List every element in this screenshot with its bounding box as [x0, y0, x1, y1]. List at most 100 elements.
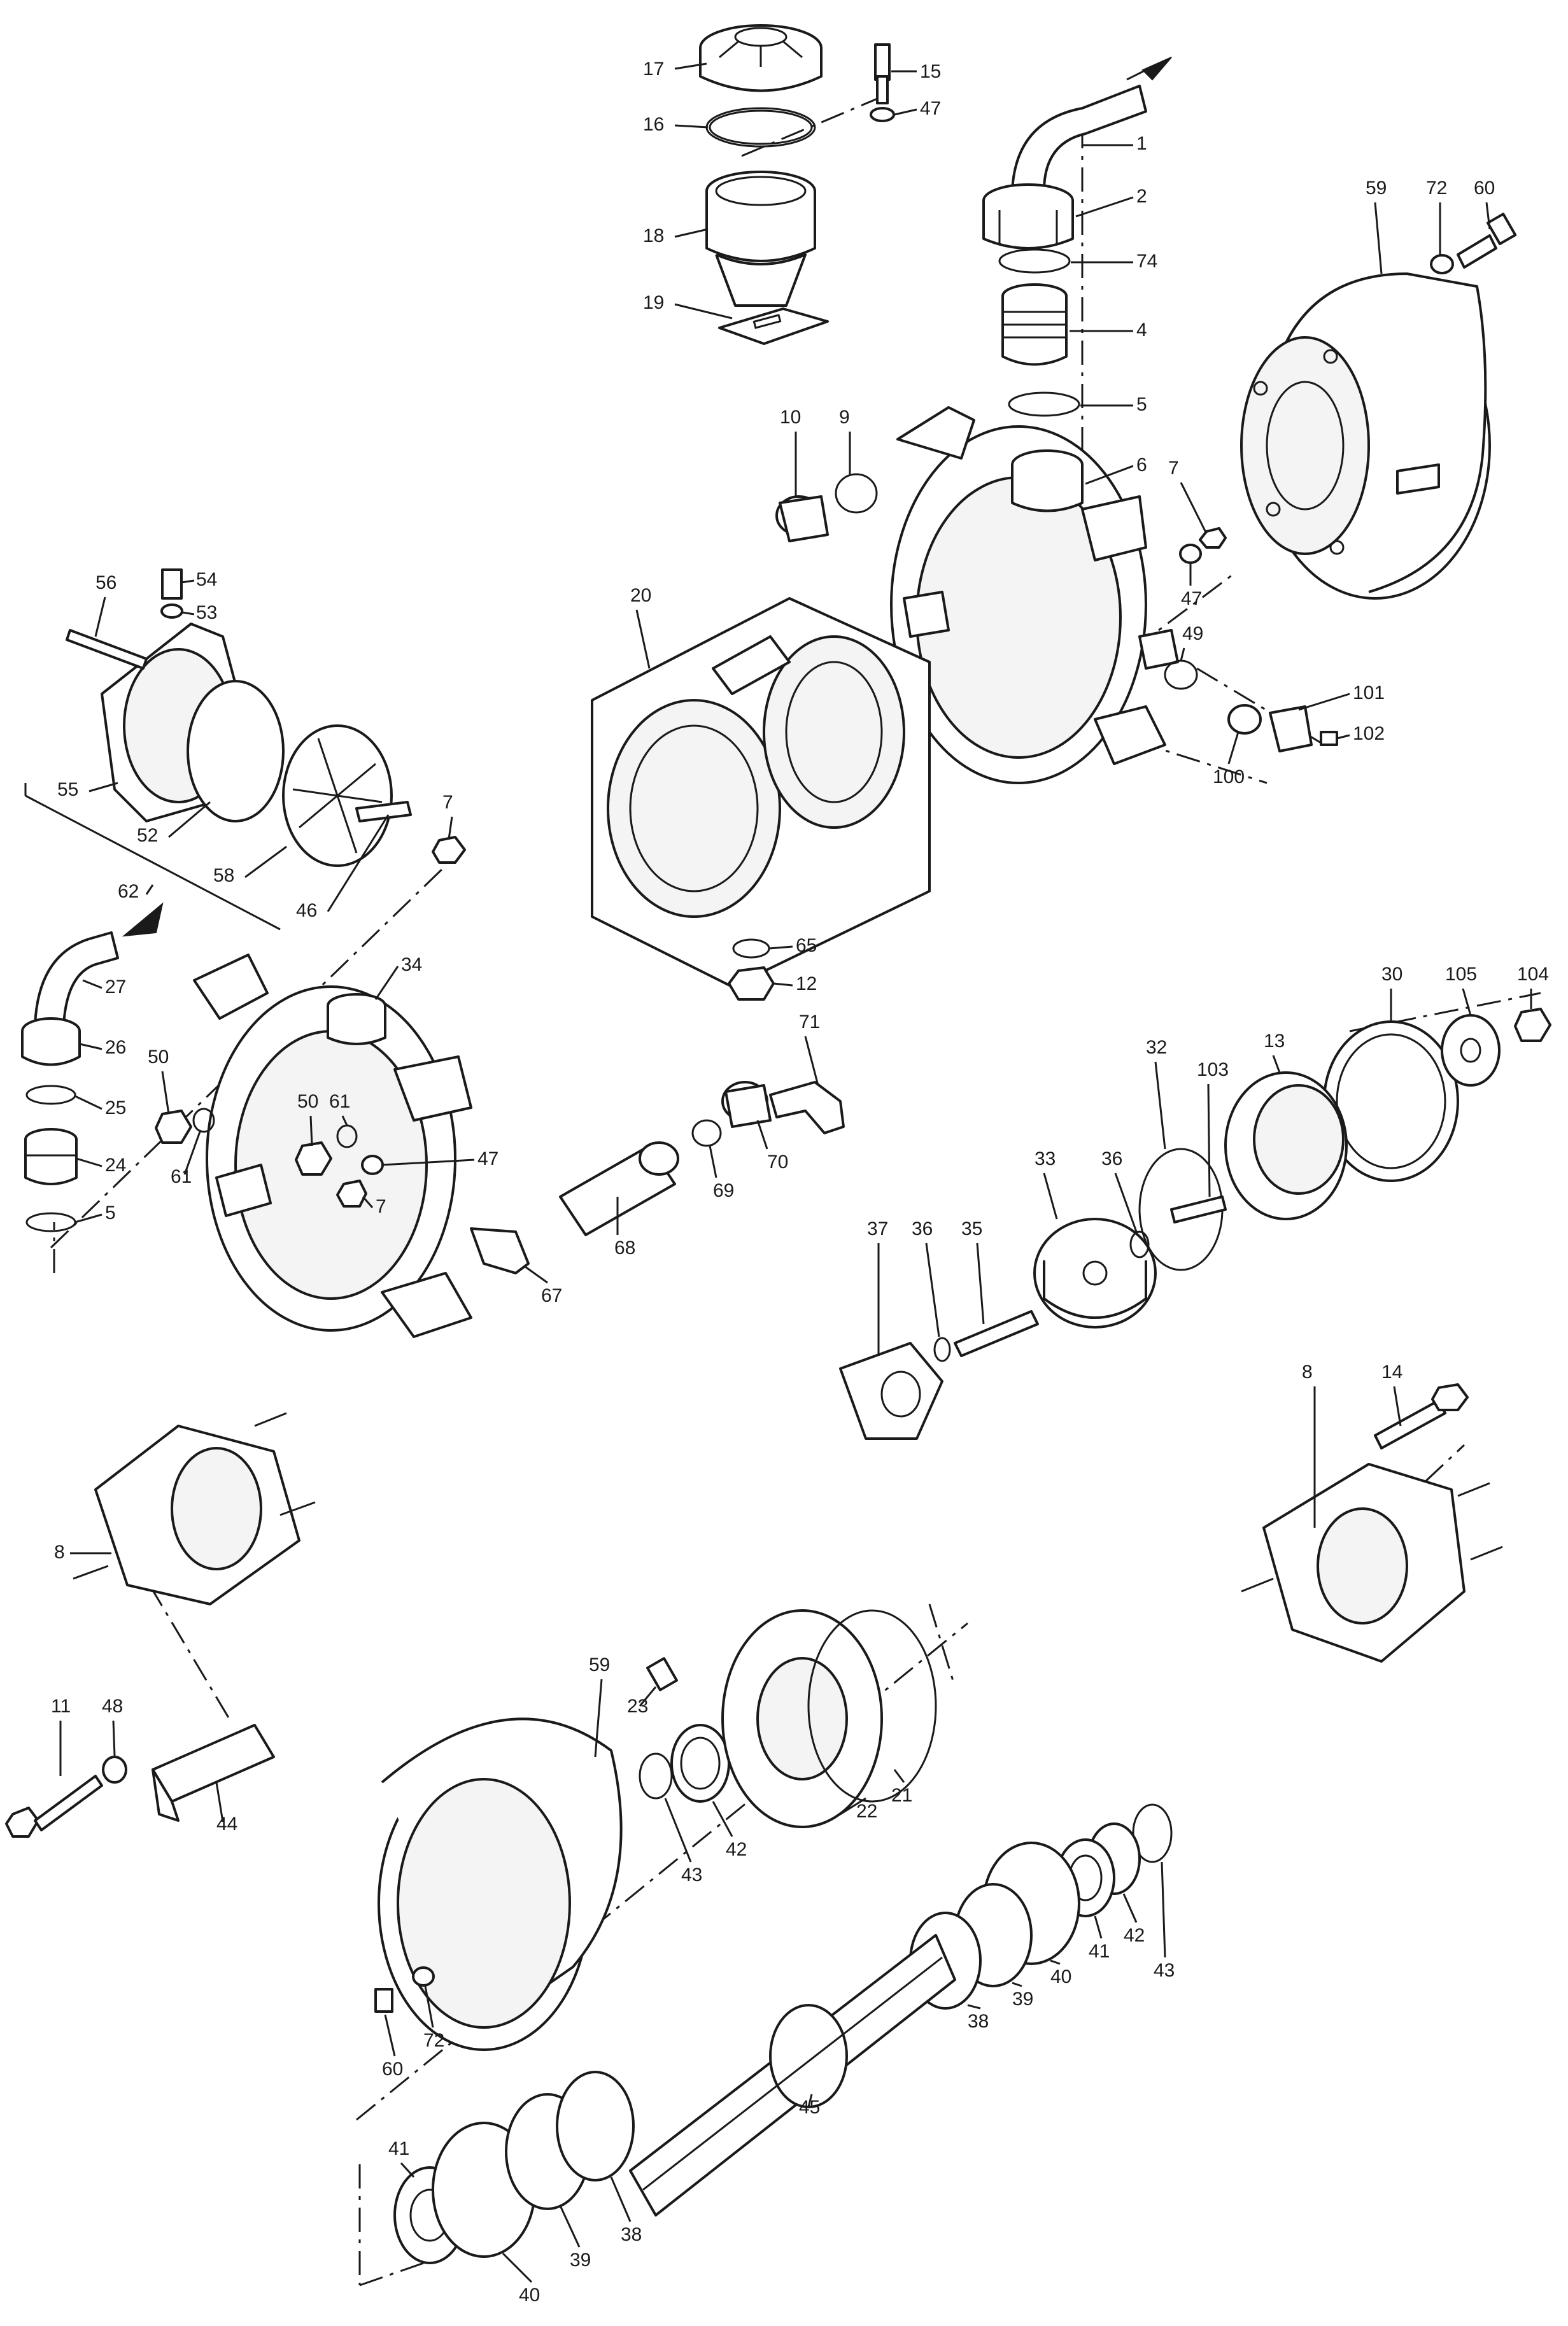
callout-label-53: 53 [196, 602, 217, 623]
callout-label-23: 23 [627, 1696, 648, 1717]
callout-label-36: 36 [912, 1218, 933, 1239]
washer-72-top [1430, 254, 1454, 274]
callout-leader-72 [424, 1985, 434, 2028]
filter-cap [699, 24, 823, 92]
callout-leader-19 [674, 303, 733, 320]
nut-104 [1514, 1008, 1551, 1042]
screw-102 [1320, 731, 1338, 746]
callout-leader-101 [1298, 693, 1350, 711]
callout-leader-65 [768, 945, 793, 950]
callout-leader-39 [559, 2205, 581, 2248]
callout-leader-23 [639, 1686, 657, 1707]
callout-label-2: 2 [1136, 186, 1147, 207]
small-flange-plate [1138, 629, 1179, 670]
plug-100 [1227, 704, 1262, 735]
callout-label-74: 74 [1136, 251, 1157, 272]
callout-label-5: 5 [1136, 394, 1147, 415]
callout-leader-41 [1094, 1915, 1103, 1939]
axis-bearing-end [359, 2259, 434, 2287]
o-ring-69 [691, 1119, 722, 1147]
callout-label-9: 9 [839, 407, 850, 428]
callout-label-38: 38 [968, 2011, 989, 2032]
callout-leader-40 [502, 2252, 533, 2283]
valve-manifold-34 [193, 954, 472, 1338]
callout-leader-61 [183, 1129, 202, 1175]
callout-label-8: 8 [54, 1542, 65, 1563]
axis-rear-housing [928, 1604, 956, 1688]
callout-label-72: 72 [1426, 178, 1447, 199]
callout-leader-58 [244, 845, 287, 878]
seal-43-left [639, 1752, 673, 1800]
callout-leader-25 [74, 1095, 102, 1110]
callout-leader-35 [976, 1243, 985, 1325]
o-ring-5-left [25, 1212, 76, 1232]
callout-leader-26 [79, 1043, 102, 1050]
callout-label-47: 47 [477, 1148, 498, 1169]
o-ring-25 [25, 1085, 76, 1105]
washer-53 [160, 603, 183, 619]
head-8-left [73, 1412, 316, 1605]
callout-leader-44 [215, 1782, 224, 1822]
callout-leader-62 [145, 884, 154, 895]
axis-filter-cap [741, 94, 886, 157]
hose-elbow-27 [34, 931, 119, 1026]
pressure-valve-68 [559, 1141, 679, 1236]
pin-35 [954, 1310, 1039, 1357]
o-ring-74 [998, 248, 1071, 274]
inlet-hose-elbow [1011, 57, 1172, 192]
callout-label-100: 100 [1213, 766, 1245, 787]
callout-label-44: 44 [216, 1814, 237, 1835]
callout-leader-47 [894, 108, 917, 116]
callout-label-59: 59 [1366, 178, 1387, 199]
washer-48 [102, 1756, 127, 1784]
callout-label-52: 52 [137, 825, 158, 846]
bolt-11 [5, 1775, 103, 1838]
connecting-rod-37 [839, 1342, 943, 1440]
filter-o-ring [705, 107, 816, 148]
callout-label-11: 11 [51, 1696, 71, 1717]
callout-label-7: 7 [1168, 458, 1179, 479]
crankcase-bell-top [1240, 272, 1491, 600]
callout-label-39: 39 [1012, 1989, 1033, 2010]
elbow-67 [470, 1227, 530, 1274]
bolt-103 [1170, 1195, 1227, 1223]
callout-leader-36 [925, 1243, 940, 1337]
callout-label-103: 103 [1197, 1059, 1229, 1080]
callout-label-24: 24 [105, 1155, 126, 1176]
callout-label-7: 7 [376, 1196, 386, 1217]
seal-42-left [670, 1724, 730, 1803]
callout-label-101: 101 [1353, 682, 1385, 703]
callout-leader-7 [362, 1196, 374, 1208]
callout-leader-42 [1122, 1893, 1138, 1923]
callout-label-16: 16 [643, 114, 664, 135]
callout-leader-70 [756, 1120, 768, 1150]
callout-leader-102 [1336, 734, 1350, 740]
callout-leader-7 [448, 816, 453, 840]
valve-54 [161, 568, 183, 600]
callout-label-70: 70 [767, 1152, 788, 1173]
callout-label-47: 47 [920, 98, 941, 119]
callout-leader-52 [168, 801, 211, 838]
callout-label-4: 4 [1136, 320, 1147, 341]
threaded-fitting [1001, 283, 1068, 366]
valve-o-ring-9 [835, 473, 878, 514]
callout-label-61: 61 [171, 1166, 192, 1187]
callout-label-43: 43 [681, 1864, 702, 1885]
callout-label-25: 25 [105, 1097, 126, 1118]
callout-label-67: 67 [541, 1285, 562, 1306]
diaphragm-52 [187, 680, 285, 822]
callout-leader-54 [181, 579, 195, 584]
callout-label-32: 32 [1146, 1037, 1167, 1058]
callout-leader-55 [88, 782, 118, 793]
callout-label-60: 60 [1474, 178, 1495, 199]
callout-label-71: 71 [799, 1011, 820, 1033]
callout-leader-38 [610, 2176, 632, 2222]
callout-leader-67 [525, 1265, 548, 1284]
callout-label-30: 30 [1381, 964, 1402, 985]
rear-flange-22 [721, 1609, 883, 1828]
callout-leader-103 [1207, 1083, 1211, 1197]
diaphragm-holder-58 [282, 724, 393, 867]
callout-leader-59 [1374, 202, 1383, 274]
callout-leader-6 [1085, 465, 1134, 485]
